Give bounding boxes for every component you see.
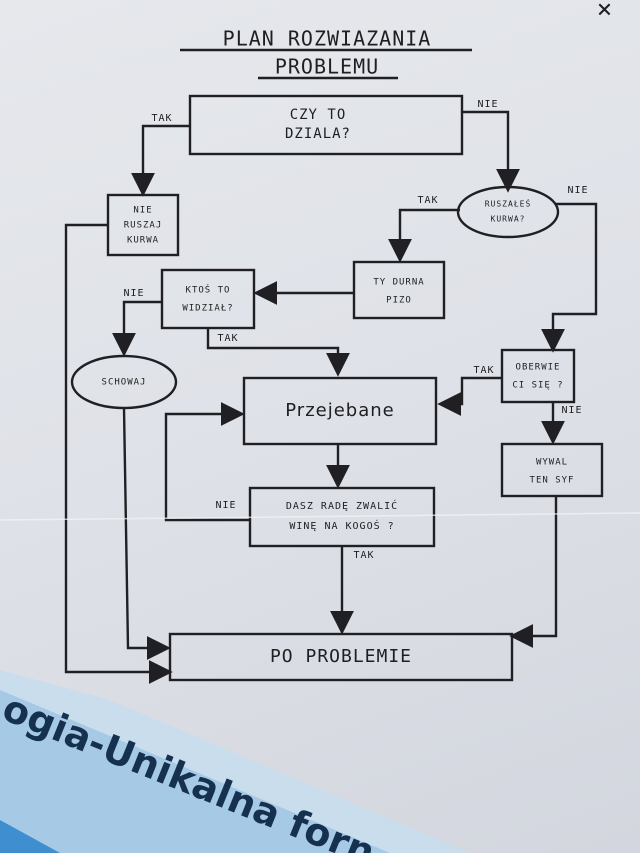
- node-ty-durna-line2: PIZO: [386, 296, 412, 306]
- edge-label-nie-5: NIE: [215, 500, 236, 511]
- edge-label-tak-2: TAK: [417, 195, 438, 206]
- promo-banner: ogia-Unikalna forn: [0, 670, 470, 853]
- node-ruszales-line1: RUSZAŁEŚ: [485, 198, 532, 209]
- node-czy-to-dziala: [188, 94, 464, 156]
- edge-label-nie-3: NIE: [123, 288, 144, 299]
- edge-label-tak-1: TAK: [151, 113, 172, 124]
- node-po-problemie: [168, 632, 514, 682]
- node-czy-to-dziala-line2: DZIALA?: [285, 126, 351, 142]
- node-ruszales-line2: KURWA?: [491, 215, 526, 224]
- node-po-problemie-label: PO PROBLEMIE: [270, 646, 412, 667]
- node-ktos-widzial-line2: WIDZIAŁ?: [182, 304, 233, 314]
- close-icon: ×: [597, 0, 614, 25]
- chart-title-line2: PROBLEMU: [275, 55, 379, 79]
- node-ty-durna-line1: TY DURNA: [373, 278, 424, 288]
- node-ktos-widzial-line1: KTOŚ TO: [186, 284, 231, 296]
- edge-label-nie-2: NIE: [567, 185, 588, 196]
- edge-label-tak-5: TAK: [353, 550, 374, 561]
- node-oberwie: [500, 348, 576, 404]
- node-ktos-widzial: [160, 268, 256, 330]
- node-schowaj-label: SCHOWAJ: [102, 378, 147, 388]
- node-nie-ruszaj-line3: KURWA: [127, 236, 159, 246]
- edge-label-nie-4: NIE: [561, 405, 582, 416]
- node-nie-ruszaj-line1: NIE: [133, 206, 152, 216]
- node-czy-to-dziala-line1: CZY TO: [290, 107, 347, 123]
- node-ruszales: [456, 185, 560, 239]
- node-nie-ruszaj-line2: RUSZAJ: [124, 221, 163, 231]
- node-wywal: [500, 442, 604, 498]
- edge-label-tak-4: TAK: [473, 365, 494, 376]
- node-oberwie-line1: OBERWIE: [516, 363, 561, 373]
- edge-label-nie-1: NIE: [477, 99, 498, 110]
- node-oberwie-line2: CI SIĘ ?: [512, 381, 563, 391]
- node-wywal-line2: TEN SYF: [530, 476, 575, 486]
- node-zwalic-wine-line1: DASZ RADĘ ZWALIĆ: [286, 499, 398, 512]
- edge-label-tak-3: TAK: [217, 333, 238, 344]
- node-zwalic-wine-line2: WINĘ NA KOGOŚ ?: [289, 519, 394, 532]
- node-ty-durna: [352, 260, 446, 320]
- node-przejebane-label: Przejebane: [285, 400, 394, 421]
- node-wywal-line1: WYWAL: [536, 458, 568, 468]
- chart-title-line1: PLAN ROZWIAZANIA: [223, 27, 432, 51]
